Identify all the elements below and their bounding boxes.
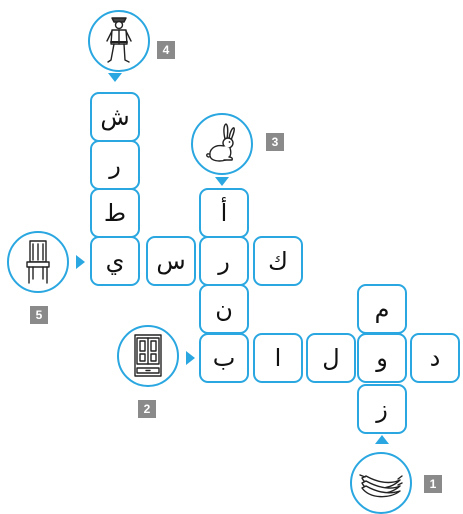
crossword-cell[interactable]: ي <box>90 236 140 286</box>
rabbit-icon <box>206 123 235 162</box>
police-officer-icon <box>106 17 132 63</box>
clue-number-1: 1 <box>424 475 442 493</box>
clue-picture-banana <box>350 452 412 514</box>
arrow-right-icon <box>186 351 195 365</box>
arrow-up-icon <box>375 435 389 444</box>
chair-icon <box>26 240 50 284</box>
crossword-cell[interactable]: ا <box>253 333 303 383</box>
crossword-cell[interactable]: ن <box>199 284 249 334</box>
crossword-cell[interactable]: ط <box>90 188 140 238</box>
clue-picture-chair <box>7 231 69 293</box>
crossword-cell[interactable]: د <box>410 333 460 383</box>
crossword-cell[interactable]: ز <box>357 384 407 434</box>
clue-picture-wardrobe <box>117 325 179 387</box>
arrow-down-icon <box>108 73 122 82</box>
crossword-cell[interactable]: ر <box>199 236 249 286</box>
crossword-cell[interactable]: أ <box>199 188 249 238</box>
crossword-cell[interactable]: ش <box>90 92 140 142</box>
wardrobe-icon <box>134 334 162 377</box>
clue-number-4: 4 <box>157 41 175 59</box>
crossword-cell[interactable]: م <box>357 284 407 334</box>
clue-number-2: 2 <box>138 400 156 418</box>
crossword-cell[interactable]: و <box>357 333 407 383</box>
crossword-cell[interactable]: ر <box>90 140 140 190</box>
crossword-cell[interactable]: ك <box>253 236 303 286</box>
banana-icon <box>359 474 403 498</box>
crossword-cell[interactable]: س <box>146 236 196 286</box>
clue-number-5: 5 <box>30 306 48 324</box>
clue-number-3: 3 <box>266 133 284 151</box>
arrow-right-icon <box>76 255 85 269</box>
arrow-down-icon <box>215 177 229 186</box>
clue-picture-police-officer <box>88 10 150 72</box>
crossword-cell[interactable]: ب <box>199 333 249 383</box>
clue-picture-rabbit <box>191 113 253 175</box>
crossword-cell[interactable]: ل <box>306 333 356 383</box>
